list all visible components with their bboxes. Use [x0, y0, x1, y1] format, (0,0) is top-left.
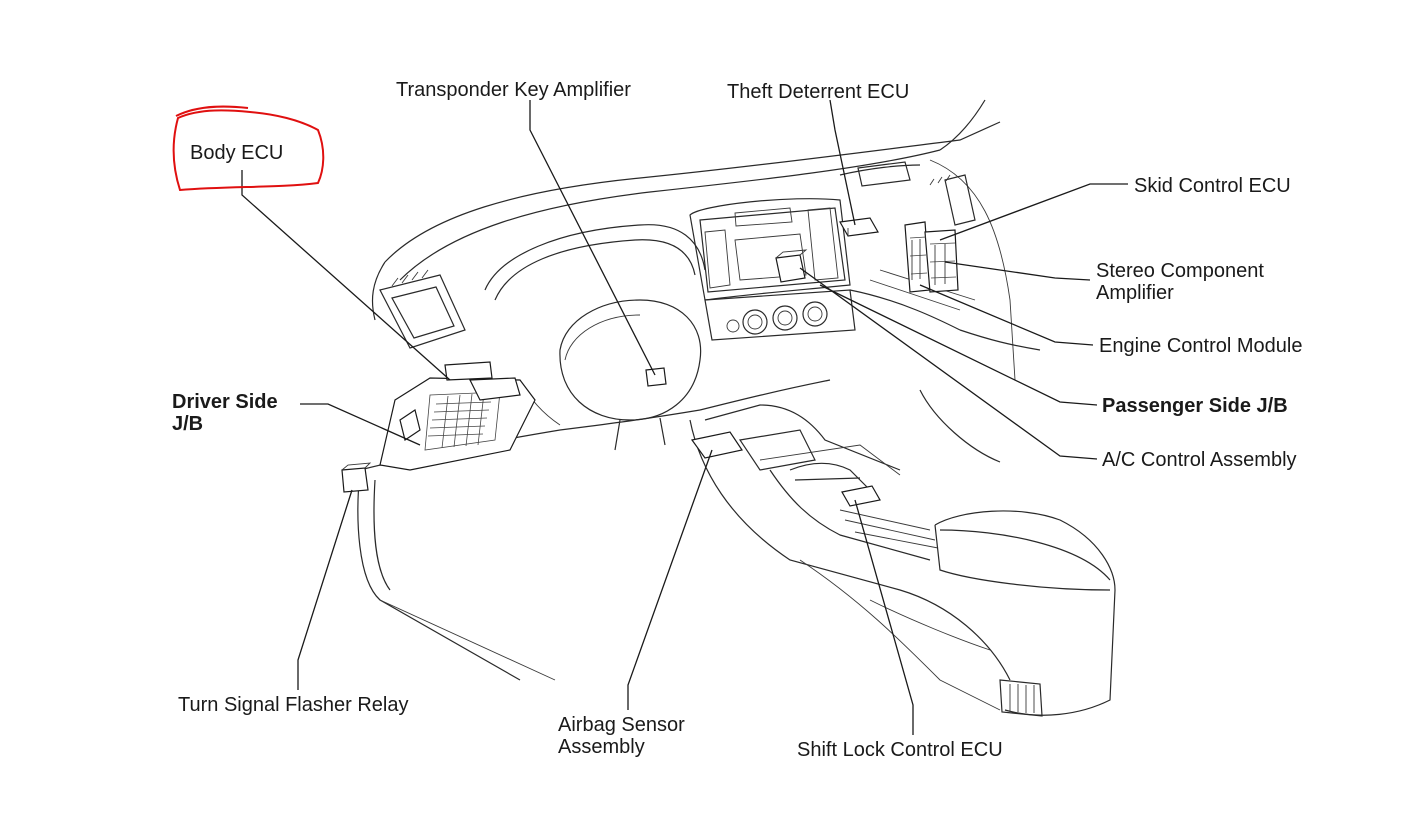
label-turn-signal-flasher-relay: Turn Signal Flasher Relay	[178, 694, 409, 716]
label-stereo-component-amplifier-line2: Amplifier	[1096, 282, 1174, 304]
label-transponder-key-amplifier: Transponder Key Amplifier	[396, 79, 631, 101]
highlight-mark	[172, 105, 325, 192]
label-driver-side-jb-line1: Driver Side	[172, 391, 278, 413]
label-theft-deterrent-ecu: Theft Deterrent ECU	[727, 81, 910, 103]
leader-theft-deterrent	[829, 99, 856, 226]
label-passenger-side-jb: Passenger Side J/B	[1102, 395, 1288, 417]
leader-passenger-jb	[819, 284, 1098, 406]
label-ac-control-assembly: A/C Control Assembly	[1102, 449, 1297, 471]
leader-skid-control	[939, 183, 1128, 241]
label-body-ecu: Body ECU	[190, 142, 284, 164]
label-driver-side-jb-line2: J/B	[172, 413, 204, 435]
component-parts	[341, 217, 959, 507]
label-airbag-sensor-assembly-line2: Assembly	[558, 736, 645, 758]
leader-body-ecu	[241, 170, 451, 381]
label-stereo-component-amplifier-line1: Stereo Component	[1096, 260, 1264, 282]
label-skid-control-ecu: Skid Control ECU	[1134, 175, 1291, 197]
leader-transponder	[529, 100, 656, 376]
leader-stereo	[944, 261, 1091, 281]
leader-ecm	[919, 284, 1094, 346]
label-airbag-sensor-assembly-line1: Airbag Sensor	[558, 714, 685, 736]
leader-lines	[241, 99, 1128, 735]
label-shift-lock-control-ecu: Shift Lock Control ECU	[797, 739, 1003, 761]
leader-turn-signal	[297, 489, 353, 690]
leader-driver-jb	[300, 403, 421, 446]
leader-ac-control	[799, 267, 1098, 460]
leader-shift-lock	[854, 499, 914, 735]
label-engine-control-module: Engine Control Module	[1099, 335, 1303, 357]
leader-airbag	[627, 449, 713, 710]
